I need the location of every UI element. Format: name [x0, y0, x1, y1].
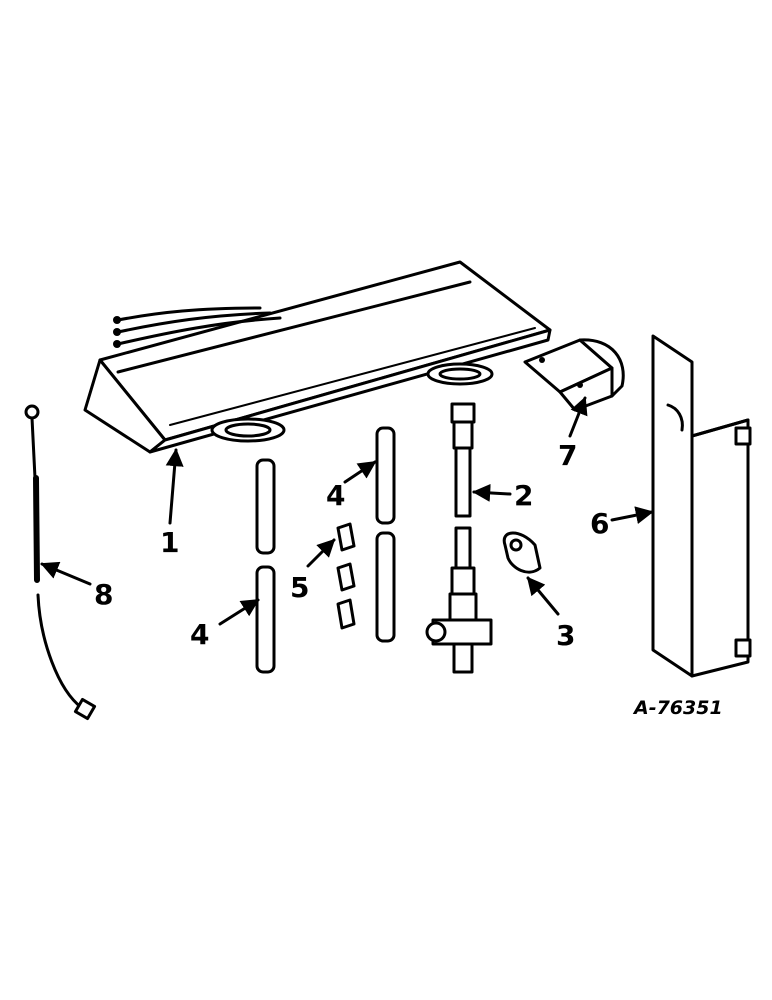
callout-1: 1	[160, 526, 179, 559]
reference-code: A-76351	[632, 697, 723, 719]
callout-6: 6	[590, 507, 609, 540]
callout-3: 3	[556, 619, 575, 652]
part-4-tube-right-lower	[375, 531, 396, 643]
part-3-clamp	[502, 531, 542, 574]
part-2-hose-valve	[425, 402, 493, 674]
part-5-clips	[336, 522, 356, 630]
callout-4-left: 4	[190, 618, 209, 651]
part-1-housing	[83, 260, 552, 454]
part-8-cable	[24, 404, 97, 721]
part-4-tube-left-upper	[255, 458, 276, 555]
callout-4-right: 4	[326, 479, 345, 512]
callout-5: 5	[290, 571, 309, 604]
callout-7: 7	[558, 439, 577, 472]
callout-2: 2	[514, 479, 533, 512]
leader-arrows	[40, 396, 654, 626]
callout-8: 8	[94, 578, 113, 611]
part-7-bracket	[523, 338, 625, 412]
part-4-tube-left-lower	[255, 565, 276, 674]
part-6-panel	[651, 334, 752, 678]
part-4-tube-right-upper	[375, 426, 396, 525]
